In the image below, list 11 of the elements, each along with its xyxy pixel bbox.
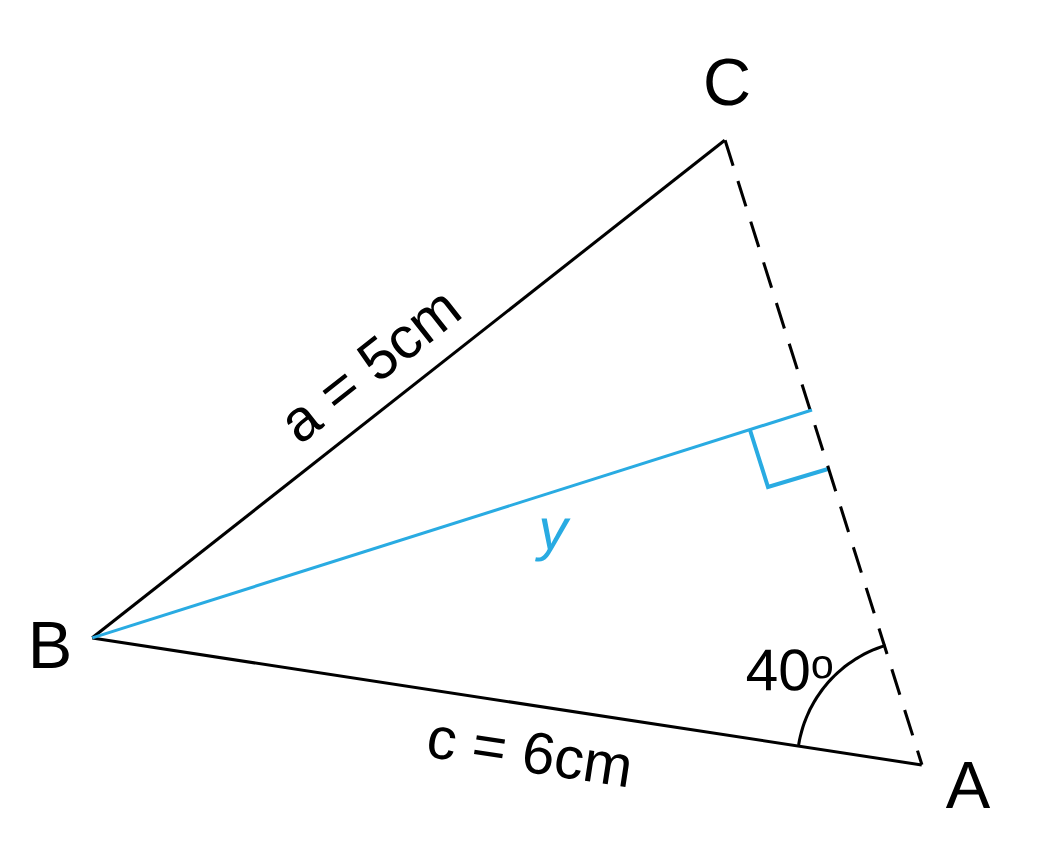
- edge-label: a = 5cm: [287, 296, 462, 442]
- vertex-label: B: [33, 622, 69, 668]
- line: [91, 139, 726, 639]
- vertex-label: C: [706, 58, 749, 106]
- angle-label: 40$^{o}$: [746, 649, 832, 691]
- edge-label: y: [535, 518, 571, 562]
- line: [723, 139, 924, 766]
- line: [92, 636, 922, 767]
- line: [91, 408, 813, 640]
- edge-label: c = 6cm: [429, 727, 629, 787]
- vertex-label: A: [945, 762, 991, 808]
